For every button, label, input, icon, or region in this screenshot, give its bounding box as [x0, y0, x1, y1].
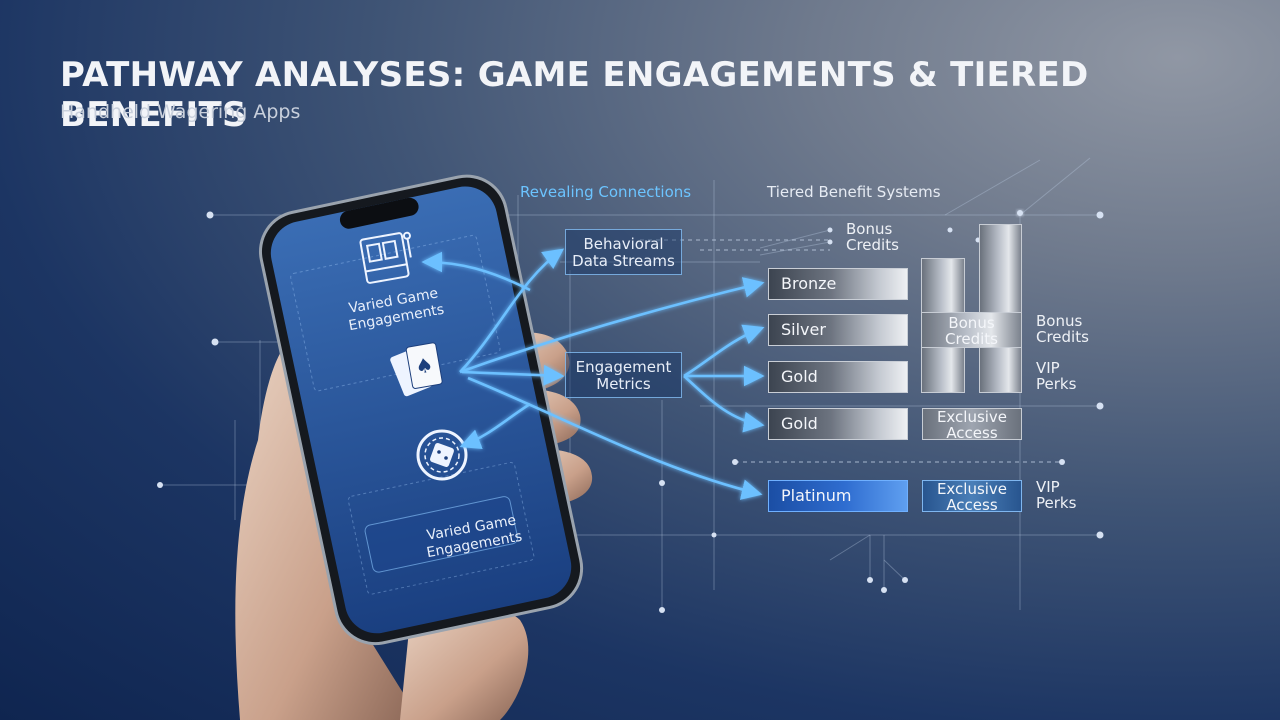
- exclusive-access-box-1: Exclusive Access: [922, 408, 1022, 442]
- metal-bar-right: [979, 224, 1022, 393]
- bar-bonus-line2: Credits: [945, 330, 998, 348]
- page-subtitle: Handheld Wagering Apps: [60, 101, 301, 123]
- engagement-line1: Engagement: [575, 358, 672, 376]
- behavioral-line2: Data Streams: [572, 252, 675, 270]
- exclusive2-line2: Access: [946, 496, 998, 514]
- exclusive2-line1: Exclusive: [936, 480, 1008, 498]
- roulette-dice-icon: [416, 429, 468, 481]
- tier-platinum: Platinum: [768, 480, 908, 512]
- top-bonus-line2: Credits: [846, 236, 899, 254]
- tier-gold-2: Gold: [768, 408, 908, 440]
- tier-silver: Silver: [768, 314, 908, 346]
- top-bonus-credits-label: Bonus Credits: [846, 221, 899, 253]
- engagement-metrics-box: Engagement Metrics: [565, 352, 682, 398]
- engagement-line2: Metrics: [596, 375, 651, 393]
- vip2-line1: VIP: [1036, 478, 1060, 496]
- connections-header: Revealing Connections: [520, 183, 692, 201]
- right-bonus-line2: Credits: [1036, 328, 1089, 346]
- behavioral-data-streams-box: Behavioral Data Streams: [565, 229, 682, 275]
- phone: [258, 174, 584, 646]
- right-vip-line2: Perks: [1036, 375, 1077, 393]
- tier-bronze: Bronze: [768, 268, 908, 300]
- vip-perks-label-2: VIP Perks: [1036, 479, 1076, 511]
- slot-machine-icon: [359, 231, 412, 284]
- behavioral-line1: Behavioral: [583, 235, 664, 253]
- top-bonus-line1: Bonus: [846, 220, 893, 238]
- tiers-header: Tiered Benefit Systems: [767, 183, 941, 201]
- right-bonus-credits-label: Bonus Credits: [1036, 313, 1089, 345]
- exclusive1-line2: Access: [946, 424, 998, 442]
- flow-arrows: [421, 248, 765, 500]
- circuit-dashed: [640, 239, 1062, 463]
- exclusive-access-box-2: Exclusive Access: [922, 480, 1022, 514]
- svg-text:♠: ♠: [413, 352, 435, 379]
- page-title: PATHWAY ANALYSES: GAME ENGAGEMENTS & TIE…: [60, 55, 1089, 135]
- exclusive1-line1: Exclusive: [936, 408, 1008, 426]
- right-bonus-line1: Bonus: [1036, 312, 1083, 330]
- right-vip-line1: VIP: [1036, 359, 1060, 377]
- playing-cards-icon: ♠: [390, 342, 443, 397]
- vip2-line2: Perks: [1036, 494, 1077, 512]
- bonus-credits-bar: Bonus Credits: [921, 312, 1022, 348]
- right-vip-perks-label: VIP Perks: [1036, 360, 1076, 392]
- tier-gold: Gold: [768, 361, 908, 393]
- bar-bonus-line1: Bonus: [948, 314, 995, 332]
